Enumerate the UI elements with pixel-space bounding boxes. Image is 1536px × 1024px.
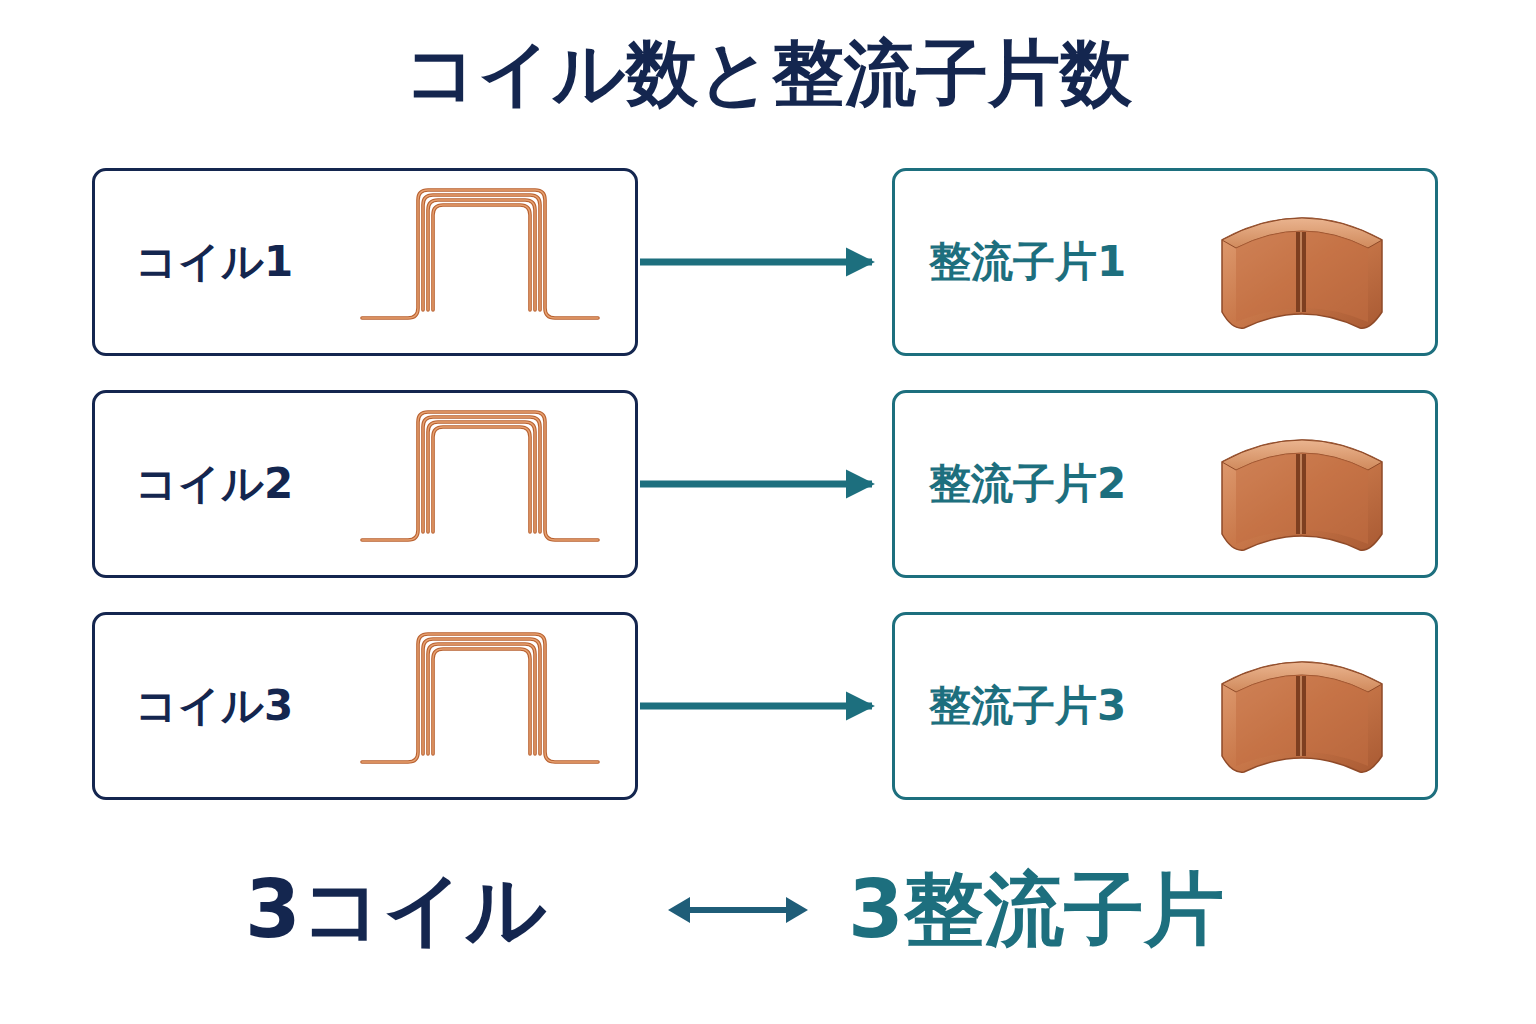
coil-count: 3コイル [245, 862, 547, 958]
node-label: 整流子片1 [929, 239, 1126, 285]
node-label: コイル2 [135, 461, 293, 507]
coil-box: コイル3 [92, 612, 638, 800]
commutator-segment-icon [1222, 440, 1382, 550]
coil-icons [362, 190, 598, 762]
connector-arrow [640, 481, 872, 488]
commutator-box: 整流子片1 [892, 168, 1438, 356]
segment-count: 3整流子片 [848, 862, 1224, 958]
node-label: コイル3 [135, 683, 293, 729]
coil-box: コイル1 [92, 168, 638, 356]
diagram-title: コイル数と整流子片数 [0, 30, 1536, 116]
node-label: コイル1 [135, 239, 293, 285]
coil-box: コイル2 [92, 390, 638, 578]
commutator-segment-icon [1222, 662, 1382, 772]
commutator-segment-icon [1222, 218, 1382, 328]
coil-icon [362, 412, 598, 540]
node-label: 整流子片3 [929, 683, 1126, 729]
double-arrow [668, 897, 808, 923]
commutator-icons [1222, 218, 1382, 772]
commutator-box: 整流子片3 [892, 612, 1438, 800]
connector-arrow [640, 259, 872, 266]
connector-arrow [640, 703, 872, 710]
commutator-box: 整流子片2 [892, 390, 1438, 578]
coil-icon [362, 190, 598, 318]
node-label: 整流子片2 [929, 461, 1126, 507]
coil-icon [362, 634, 598, 762]
